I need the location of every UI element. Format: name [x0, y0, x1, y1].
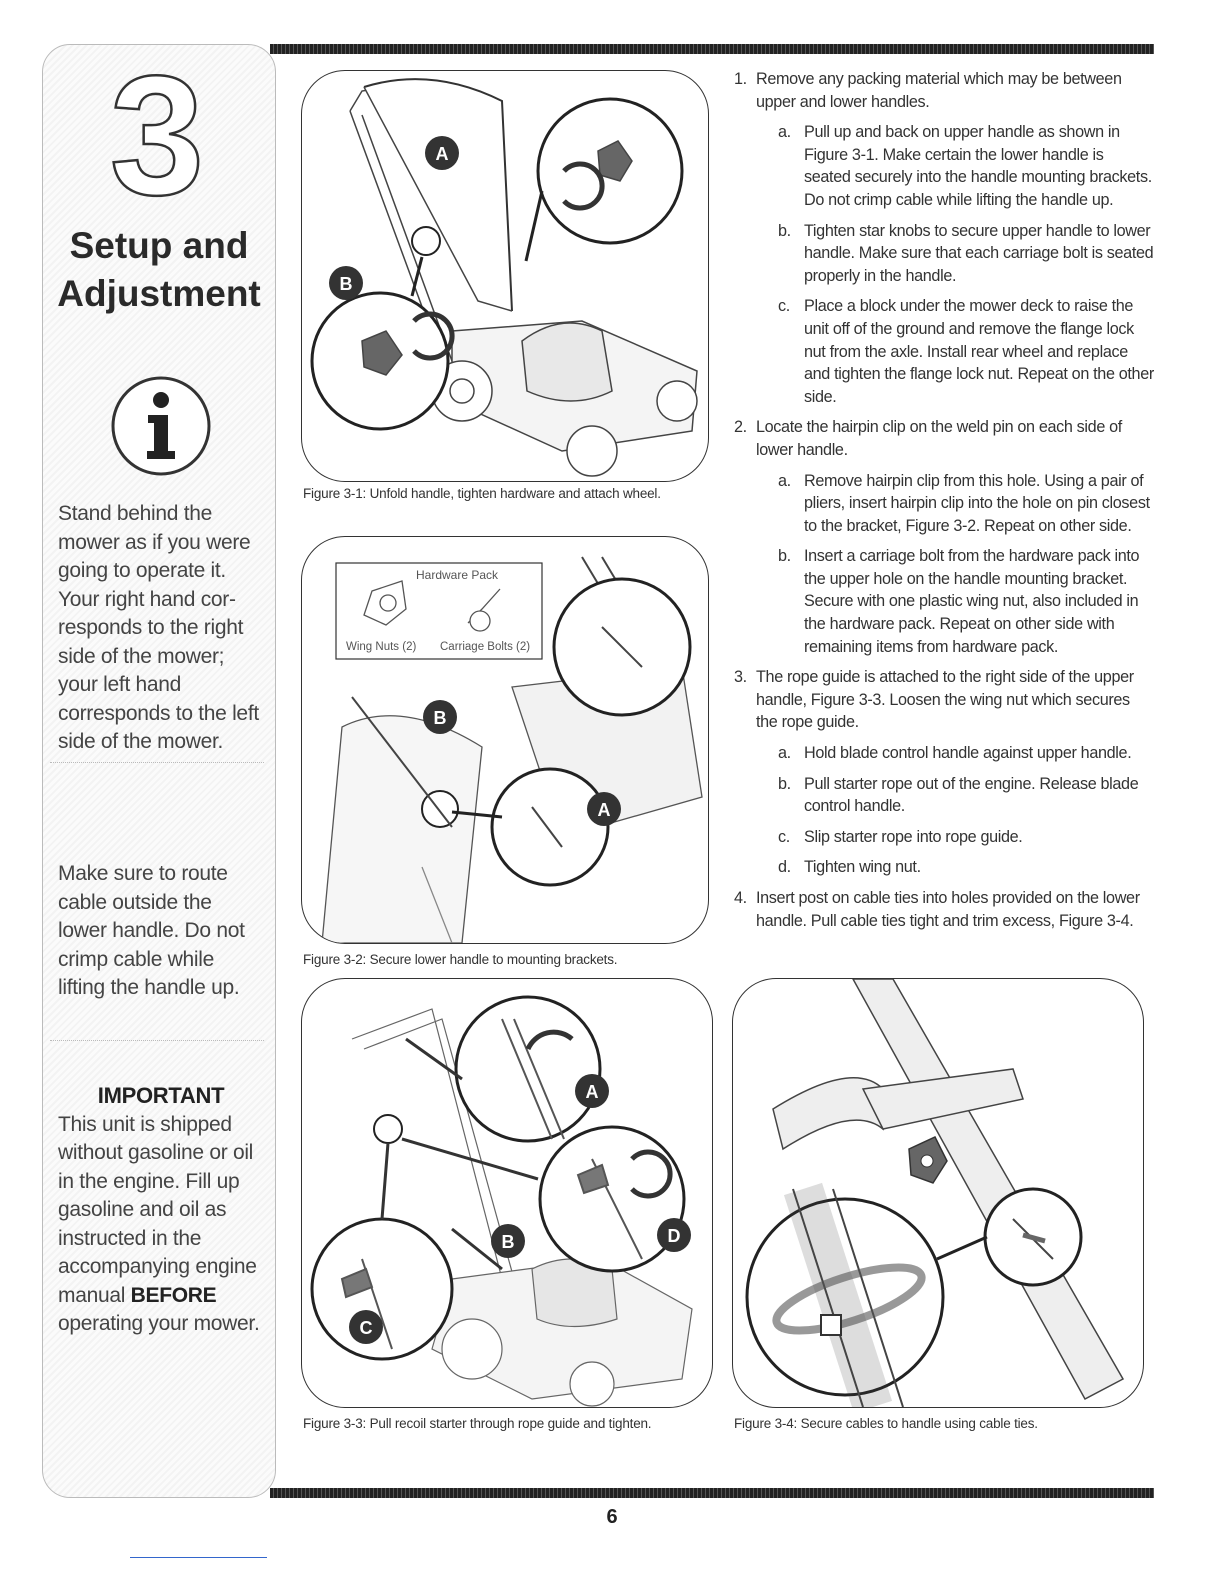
step-text: The rope guide is attached to the right …: [756, 668, 1134, 732]
figure-3-3-illustration: A B C D: [310, 995, 693, 1407]
footer-link-line: [130, 1557, 267, 1558]
figure-3-3-label-d: D: [668, 1226, 681, 1246]
substep-text: Remove hairpin clip from this hole. Usin…: [804, 471, 1150, 535]
substep-text: Insert a carriage bolt from the hardware…: [804, 547, 1140, 656]
step-2: 2. Locate the hairpin clip on the weld p…: [734, 416, 1154, 658]
figure-3-3: A B C D: [301, 978, 713, 1408]
chapter-title-line2: Adjustment: [57, 273, 261, 314]
figure-3-1-illustration: A B: [310, 78, 698, 477]
important-text: This unit is shipped without gasoline or…: [58, 1112, 257, 1307]
chapter-title: Setup and Adjustment: [46, 222, 272, 318]
instruction-steps: 1. Remove any packing material which may…: [734, 68, 1154, 940]
step-4: 4. Insert post on cable ties into holes …: [734, 887, 1154, 932]
figure-3-3-label-b: B: [502, 1232, 515, 1252]
figure-3-2-label-a: A: [598, 800, 611, 820]
bottom-rule: [270, 1488, 1154, 1498]
substep-text: Pull starter rope out of the engine. Rel…: [804, 774, 1139, 816]
figure-3-1-label-a: A: [436, 144, 449, 164]
step-number: 1.: [734, 70, 747, 88]
step-text: Remove any packing material which may be…: [756, 70, 1122, 111]
substep-letter: a.: [778, 471, 791, 490]
sidebar-panel: [42, 44, 276, 1498]
substep: d. Tighten wing nut.: [756, 856, 1154, 879]
important-bold: BEFORE: [130, 1283, 217, 1307]
substep-text: Hold blade control handle against upper …: [804, 744, 1132, 763]
substep-letter: b.: [778, 221, 791, 240]
substep: c. Slip starter rope into rope guide.: [756, 826, 1154, 849]
sidebar-important: IMPORTANT This unit is shipped without g…: [58, 1082, 264, 1339]
chapter-number: 3: [108, 66, 205, 206]
substep-text: Slip starter rope into rope guide.: [804, 827, 1023, 846]
step-3: 3. The rope guide is attached to the rig…: [734, 666, 1154, 879]
substep-letter: c.: [778, 297, 790, 316]
figure-3-2-illustration: Hardware Pack Wing Nuts (2) Carriage Bol…: [321, 556, 703, 943]
figure-3-4-illustration: [745, 979, 1125, 1407]
sidebar-note-cable: Make sure to route cable outside the low…: [58, 862, 245, 999]
hardware-item-carriage-bolts: Carriage Bolts (2): [440, 641, 530, 653]
step-1: 1. Remove any packing material which may…: [734, 68, 1154, 408]
figure-3-2: Hardware Pack Wing Nuts (2) Carriage Bol…: [301, 536, 709, 944]
hardware-pack-title: Hardware Pack: [416, 568, 499, 582]
step-number: 2.: [734, 418, 747, 437]
substep-text: Tighten star knobs to secure upper handl…: [804, 221, 1154, 285]
step-number: 4.: [734, 889, 747, 907]
chapter-title-line1: Setup and: [69, 225, 249, 266]
figure-3-3-label-a: A: [586, 1082, 599, 1102]
chapter-number-text: 3: [110, 66, 205, 206]
figure-3-4: [732, 978, 1144, 1408]
figure-3-4-caption: Figure 3-4: Secure cables to handle usin…: [734, 1416, 1038, 1431]
figure-3-1: A B: [301, 70, 709, 482]
top-rule: [270, 44, 1154, 54]
important-tail: operating your mower.: [58, 1312, 260, 1335]
page-number: 6: [606, 1506, 618, 1528]
figure-3-2-caption: Figure 3-2: Secure lower handle to mount…: [303, 952, 618, 967]
substep-letter: d.: [778, 858, 791, 877]
sidebar-divider: [50, 1040, 264, 1041]
figure-3-3-label-c: C: [360, 1318, 373, 1338]
substep-text: Pull up and back on upper handle as show…: [804, 123, 1152, 209]
substep: b. Tighten star knobs to secure upper ha…: [756, 220, 1154, 288]
substep: b. Pull starter rope out of the engine. …: [756, 773, 1154, 818]
sidebar-divider: [50, 762, 264, 763]
sidebar-note-orientation: Stand behind the mower as if you were go…: [58, 502, 259, 753]
hardware-item-wing-nuts: Wing Nuts (2): [346, 641, 416, 653]
step-text: Insert post on cable ties into holes pro…: [756, 889, 1140, 930]
figure-3-2-label-b: B: [434, 708, 447, 728]
figure-3-3-caption: Figure 3-3: Pull recoil starter through …: [303, 1416, 652, 1431]
figure-3-1-caption: Figure 3-1: Unfold handle, tighten hardw…: [303, 486, 661, 501]
step-number: 3.: [734, 668, 747, 687]
info-icon: [111, 376, 211, 476]
substep: c. Place a block under the mower deck to…: [756, 295, 1154, 408]
substep-letter: a.: [778, 744, 791, 763]
figure-3-1-label-b: B: [340, 274, 353, 294]
important-title: IMPORTANT: [97, 1083, 225, 1108]
substep-letter: c.: [778, 827, 790, 846]
substep-text: Tighten wing nut.: [804, 858, 921, 877]
substep-letter: a.: [778, 123, 791, 142]
substep-letter: b.: [778, 547, 791, 566]
substep: a. Hold blade control handle against upp…: [756, 742, 1154, 765]
substep-letter: b.: [778, 774, 791, 793]
substep: a. Pull up and back on upper handle as s…: [756, 121, 1154, 211]
substep: a. Remove hairpin clip from this hole. U…: [756, 470, 1154, 538]
substep: b. Insert a carriage bolt from the hardw…: [756, 545, 1154, 658]
step-text: Locate the hairpin clip on the weld pin …: [756, 418, 1122, 459]
substep-text: Place a block under the mower deck to ra…: [804, 297, 1154, 406]
